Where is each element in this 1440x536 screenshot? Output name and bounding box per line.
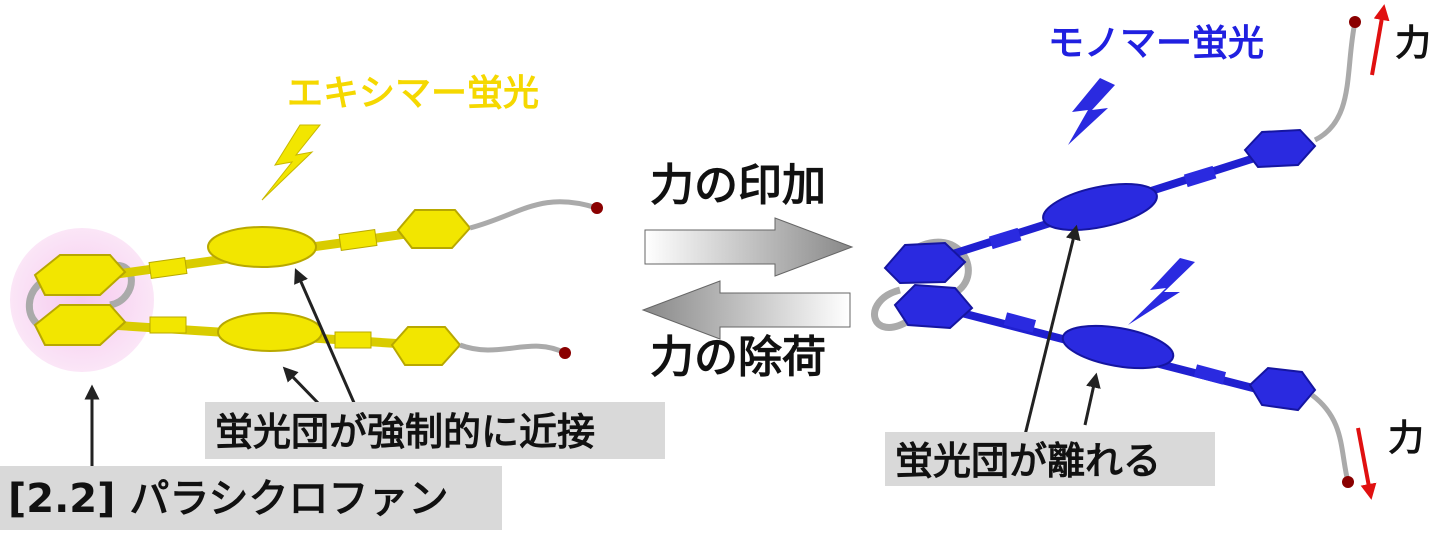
ellipse-fluorophore bbox=[1061, 324, 1175, 370]
spacer bbox=[338, 229, 378, 251]
ellipse-fluorophore bbox=[1042, 183, 1158, 231]
anchor-point bbox=[591, 202, 603, 214]
linker bbox=[871, 286, 912, 331]
transition-arrows: 力の印加 力の除荷 bbox=[641, 160, 854, 383]
spacer bbox=[148, 257, 188, 279]
lightning-icon bbox=[1128, 258, 1195, 325]
linker bbox=[459, 342, 567, 356]
linker bbox=[1310, 393, 1351, 483]
label-box bbox=[0, 466, 502, 530]
hexagon-fluorophore bbox=[1243, 128, 1317, 169]
spacer bbox=[1183, 165, 1217, 188]
linker bbox=[1313, 21, 1358, 143]
linker bbox=[469, 199, 598, 231]
spacer bbox=[988, 227, 1022, 250]
anchor-point bbox=[1349, 16, 1361, 28]
force-arrow-up bbox=[1370, 4, 1390, 76]
paracyclophane-label: [2.2] パラシクロファン bbox=[8, 476, 449, 522]
force-label-bottom: 力 bbox=[1388, 418, 1424, 459]
spacer bbox=[334, 331, 372, 349]
apply-force-label: 力の印加 bbox=[650, 160, 826, 211]
reverse-arrow bbox=[641, 280, 851, 340]
spacer bbox=[149, 316, 187, 334]
label-box bbox=[205, 402, 665, 459]
spacer bbox=[1003, 312, 1037, 333]
hexagon-fluorophore bbox=[1248, 366, 1317, 412]
monomer-state: 力 力 モノマー蛍光 蛍光団が離れる bbox=[871, 4, 1431, 500]
lightning-icon bbox=[261, 124, 322, 201]
anchor-point bbox=[1342, 476, 1354, 488]
spacer bbox=[1193, 364, 1227, 385]
hexagon-fluorophore bbox=[390, 326, 462, 366]
monomer-label: モノマー蛍光 bbox=[1048, 23, 1264, 64]
hexagon-fluorophore bbox=[33, 254, 127, 296]
excimer-state: エキシマー蛍光 蛍光団が強制的に近接 [2.2] パラシクロファン bbox=[0, 73, 665, 530]
lightning-icon bbox=[1068, 78, 1115, 145]
ellipse-fluorophore bbox=[207, 226, 317, 268]
ellipse-fluorophore bbox=[217, 312, 323, 352]
separated-label: 蛍光団が離れる bbox=[895, 439, 1161, 483]
pointer-arrow bbox=[1083, 372, 1101, 426]
label-box bbox=[885, 432, 1215, 486]
forced-proximity-label: 蛍光団が強制的に近接 bbox=[215, 410, 595, 454]
hexagon-fluorophore bbox=[883, 241, 967, 285]
pointer-arrow bbox=[282, 366, 322, 407]
forward-arrow bbox=[644, 217, 854, 277]
anchor-point bbox=[559, 347, 571, 359]
hexagon-fluorophore bbox=[396, 209, 472, 249]
pointer-arrow bbox=[1023, 224, 1081, 436]
force-label-top: 力 bbox=[1395, 23, 1431, 64]
excimer-label: エキシマー蛍光 bbox=[287, 73, 539, 114]
release-force-label: 力の除荷 bbox=[650, 332, 826, 383]
force-arrow-down bbox=[1356, 427, 1377, 500]
hexagon-fluorophore bbox=[33, 304, 127, 346]
pointer-arrow bbox=[294, 268, 357, 406]
hexagon-fluorophore bbox=[893, 283, 974, 330]
